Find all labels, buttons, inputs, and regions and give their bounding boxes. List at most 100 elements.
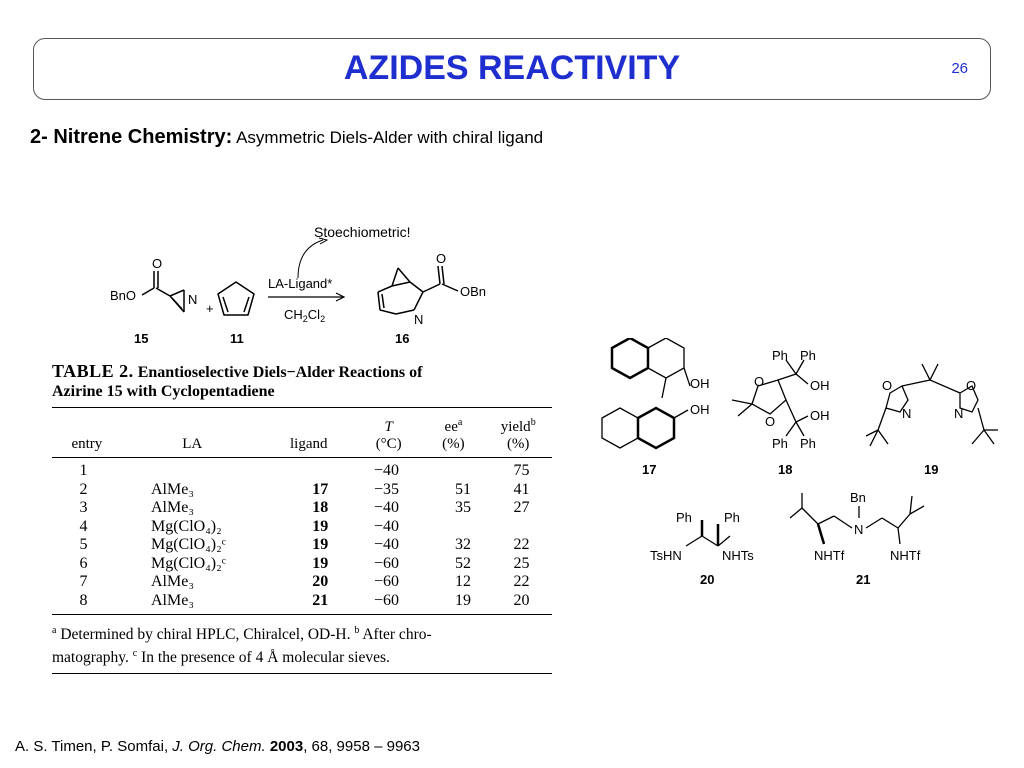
- citation-year: 2003: [269, 738, 304, 755]
- cell-ee: 35: [455, 499, 472, 516]
- cell-yield: [491, 518, 552, 537]
- title-box: AZIDES REACTIVITY 26: [33, 38, 991, 100]
- cell-la: AlMe₃: [151, 499, 194, 516]
- ligand-20-number: 20: [700, 572, 714, 587]
- table-header-row: entry LA ligand T(°C) eea(%) yieldb(%): [52, 408, 552, 453]
- ligand-21-nhtf2: NHTf: [890, 548, 921, 563]
- cell-T: −40: [373, 536, 399, 553]
- cell-T: −60: [373, 591, 399, 609]
- cell-entry: 5: [79, 536, 88, 553]
- cell-ee: 19: [455, 591, 472, 609]
- ligand-19-number: 19: [924, 462, 938, 477]
- cell-entry: 1: [79, 462, 88, 479]
- section-subtitle: 2- Nitrene Chemistry: Asymmetric Diels-A…: [30, 126, 543, 149]
- cell-la: AlMe₃: [151, 591, 194, 609]
- ligand-20-ph2: Ph: [724, 510, 740, 525]
- header-entry: entry: [71, 436, 103, 452]
- subtitle-bold: 2- Nitrene Chemistry:: [30, 126, 233, 148]
- results-table: entry LA ligand T(°C) eea(%) yieldb(%): [52, 408, 552, 453]
- ligand-19-n1: N: [902, 406, 911, 421]
- ligand-20-tshn: TsHN: [650, 548, 682, 563]
- cell-entry: 2: [79, 480, 88, 498]
- ligand-20-diamine: [685, 520, 731, 547]
- cell-yield: 41: [513, 480, 530, 498]
- plus-sign: +: [206, 301, 214, 316]
- ligand-structures: OH OH 17 Ph Ph Ph Ph O O OH OH 18: [601, 338, 998, 587]
- ligand-19-n2: N: [954, 406, 963, 421]
- cell-ee: 52: [455, 554, 472, 572]
- header-yield: yieldb(%): [500, 417, 536, 452]
- cell-ee: [435, 518, 491, 537]
- ligand-21-bn: Bn: [850, 490, 866, 505]
- header-ee: eea(%): [442, 417, 465, 452]
- cell-ee: 32: [455, 536, 472, 553]
- ligand-21-triamine: [789, 493, 925, 545]
- cell-la: [115, 462, 279, 481]
- ligand-18-ph2: Ph: [800, 348, 816, 363]
- cell-yield: 22: [513, 573, 530, 590]
- compound-number-15: 15: [134, 331, 148, 346]
- ligand-18-number: 18: [778, 462, 792, 477]
- ligand-18-ph3: Ph: [772, 436, 788, 451]
- ligand-21-nhtf1: NHTf: [814, 548, 845, 563]
- cell-yield: 25: [513, 554, 530, 572]
- cell-ligand: 18: [312, 499, 329, 516]
- cell-entry: 7: [79, 573, 88, 590]
- citation-authors: A. S. Timen, P. Somfai,: [15, 738, 169, 755]
- cell-ligand: 17: [312, 480, 329, 498]
- cell-entry: 3: [79, 499, 88, 516]
- page-title: AZIDES REACTIVITY: [343, 49, 681, 87]
- cell-ee: 12: [455, 573, 472, 590]
- header-la: LA: [182, 436, 203, 452]
- ligand-18-ph1: Ph: [772, 348, 788, 363]
- cell-ligand: 20: [312, 573, 329, 590]
- cell-ligand: 19: [312, 536, 329, 553]
- ligand-17-oh1: OH: [690, 376, 710, 391]
- table-title-line2: Azirine 15 with Cyclopentadiene: [52, 383, 275, 400]
- cell-entry: 8: [79, 591, 88, 609]
- page-number: 26: [951, 60, 968, 77]
- arrow-top-reagent: LA-Ligand*: [268, 276, 332, 291]
- ligand-18-ph4: Ph: [800, 436, 816, 451]
- cell-yield: 27: [513, 499, 530, 516]
- ligand-19-box: [865, 363, 998, 447]
- reaction-arrowhead: [335, 292, 346, 302]
- citation: A. S. Timen, P. Somfai, J. Org. Chem. 20…: [15, 738, 420, 755]
- cell-entry: 4: [79, 517, 88, 535]
- product-n: N: [414, 312, 423, 327]
- azirine-n: N: [188, 292, 197, 307]
- table-bottom-rule: [52, 614, 552, 615]
- cell-la: Mg(ClO₄)₂ᶜ: [151, 554, 226, 572]
- cell-entry: 6: [79, 554, 88, 572]
- table-top-rule: [52, 407, 552, 408]
- cell-T: −60: [373, 554, 399, 572]
- ligand-18-o2: O: [765, 414, 775, 429]
- header-ligand: ligand: [289, 436, 328, 452]
- azirine-15: [141, 271, 185, 313]
- compound-number-16: 16: [395, 331, 409, 346]
- cell-la: Mg(ClO₄)₂ᶜ: [151, 536, 226, 553]
- cell-T: −40: [373, 517, 399, 535]
- cell-yield: 22: [513, 536, 530, 553]
- ligand-17-binol: [601, 338, 691, 450]
- cell-ligand: [279, 462, 362, 481]
- cell-la: AlMe₃: [151, 480, 194, 498]
- product-obn: OBn: [460, 284, 486, 299]
- cell-T: −35: [373, 480, 399, 498]
- cell-yield: 75: [513, 462, 530, 479]
- table-title-line1: Enantioselective Diels−Alder Reactions o…: [137, 364, 423, 381]
- arrow-bottom-solvent: CH2Cl2: [284, 307, 325, 324]
- ligand-19-o1: O: [882, 378, 892, 393]
- ligand-18-oh2: OH: [810, 408, 830, 423]
- ligand-18-taddol: [731, 359, 809, 437]
- cyclopentadiene-11: [217, 281, 255, 316]
- cell-la: Mg(ClO₄)₂: [151, 517, 222, 535]
- table-label: TABLE 2.: [52, 361, 134, 381]
